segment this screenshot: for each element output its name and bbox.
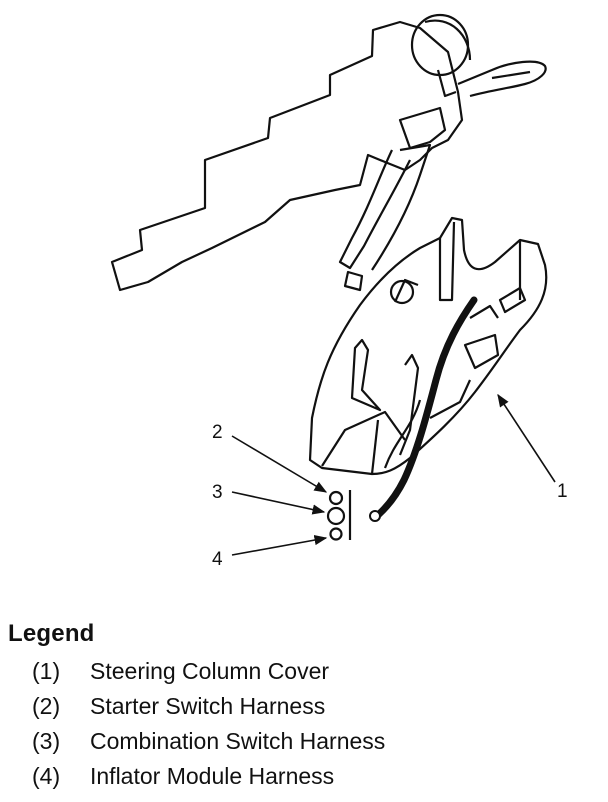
legend-item-label: Combination Switch Harness: [90, 728, 386, 754]
legend-item-number: (1): [32, 658, 61, 684]
steering-column-cover: [308, 216, 548, 476]
harness-connectors: [326, 490, 352, 541]
wire-harness: [369, 296, 478, 522]
legend-item: (4) Inflator Module Harness: [8, 759, 568, 794]
steering-column-diagram: 1 2 3 4: [110, 13, 568, 570]
legend-item-label: Starter Switch Harness: [90, 693, 326, 719]
callout-4: 4: [212, 549, 223, 570]
legend-item-label: Steering Column Cover: [90, 658, 330, 684]
steering-column-body: [110, 13, 547, 292]
callout-leaders: [231, 393, 556, 556]
callout-3: 3: [212, 482, 223, 503]
legend-item-number: (4): [32, 763, 61, 789]
callout-2: 2: [212, 422, 223, 443]
legend-title: Legend: [8, 620, 95, 647]
callout-1: 1: [557, 481, 568, 502]
legend: Legend (1) Steering Column Cover (2) Sta…: [8, 620, 568, 794]
legend-item: (3) Combination Switch Harness: [8, 724, 568, 759]
legend-item-number: (3): [32, 728, 61, 754]
inflator-module-connector: [329, 527, 343, 541]
legend-item-label: Inflator Module Harness: [90, 763, 335, 789]
legend-item: (1) Steering Column Cover: [8, 654, 568, 689]
legend-item-number: (2): [32, 693, 61, 719]
legend-item: (2) Starter Switch Harness: [8, 689, 568, 724]
combination-switch-connector: [326, 506, 346, 526]
starter-switch-connector: [328, 490, 344, 506]
